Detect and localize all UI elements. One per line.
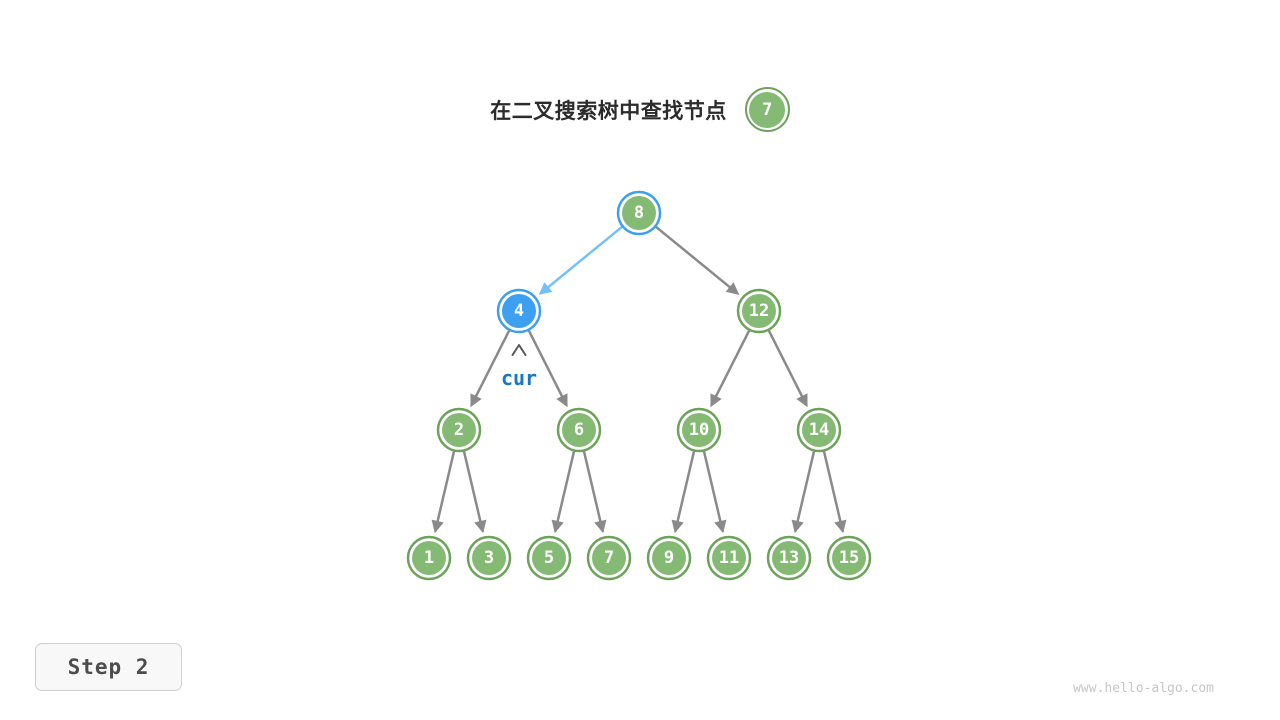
tree-edge-4-2: [470, 329, 511, 408]
tree-edge-12-14: [767, 329, 808, 408]
tree-node-2: 2: [436, 407, 482, 453]
tree-node-value: 7: [604, 548, 614, 568]
tree-edge-10-9: [671, 450, 696, 534]
cur-pointer: cur: [501, 344, 537, 390]
tree-node-8: 8: [616, 190, 662, 236]
target-node-value: 7: [749, 91, 786, 128]
title-row: 在二叉搜索树中查找节点 7: [0, 87, 1280, 132]
tree-node-value: 10: [689, 420, 709, 440]
tree-node-6: 6: [556, 407, 602, 453]
tree-node-12: 12: [736, 288, 782, 334]
tree-node-value: 11: [719, 548, 739, 568]
tree-node-value: 14: [809, 420, 829, 440]
tree-node-value: 13: [779, 548, 799, 568]
tree-node-value: 4: [514, 301, 524, 321]
tree-edge-12-10: [710, 329, 751, 408]
tree-node-value: 15: [839, 548, 859, 568]
target-node-badge: 7: [744, 87, 790, 132]
tree-node-value: 9: [664, 548, 674, 568]
step-label: Step 2: [67, 655, 150, 679]
tree-edge-14-13: [791, 450, 816, 534]
tree-node-value: 8: [634, 203, 644, 223]
tree-node-11: 11: [706, 535, 752, 581]
tree-node-value: 3: [484, 548, 494, 568]
tree-edge-14-15: [822, 450, 847, 534]
tree-node-7: 7: [586, 535, 632, 581]
tree-node-value: 1: [424, 548, 434, 568]
tree-edge-2-3: [462, 450, 487, 534]
tree-node-1: 1: [406, 535, 452, 581]
page-title: 在二叉搜索树中查找节点: [490, 99, 727, 123]
tree-node-value: 2: [454, 420, 464, 440]
tree-node-10: 10: [676, 407, 722, 453]
tree-edge-6-5: [551, 450, 576, 534]
cur-caret-icon: [511, 344, 527, 356]
step-badge: Step 2: [35, 643, 182, 691]
tree-edge-8-4: [538, 225, 624, 295]
tree-edge-2-1: [431, 450, 456, 534]
tree-node-value: 6: [574, 420, 584, 440]
tree-edge-8-12: [654, 225, 740, 295]
tree-edge-10-11: [702, 450, 727, 534]
tree-node-3: 3: [466, 535, 512, 581]
watermark-text: www.hello-algo.com: [1073, 681, 1214, 696]
tree-node-13: 13: [766, 535, 812, 581]
tree-node-5: 5: [526, 535, 572, 581]
tree-node-value: 12: [749, 301, 769, 321]
tree-node-14: 14: [796, 407, 842, 453]
tree-node-9: 9: [646, 535, 692, 581]
tree-edge-6-7: [582, 450, 607, 534]
tree-node-value: 5: [544, 548, 554, 568]
cur-label: cur: [501, 366, 537, 390]
tree-edge-4-6: [527, 329, 568, 408]
tree-node-15: 15: [826, 535, 872, 581]
tree-node-4: 4: [496, 288, 542, 334]
